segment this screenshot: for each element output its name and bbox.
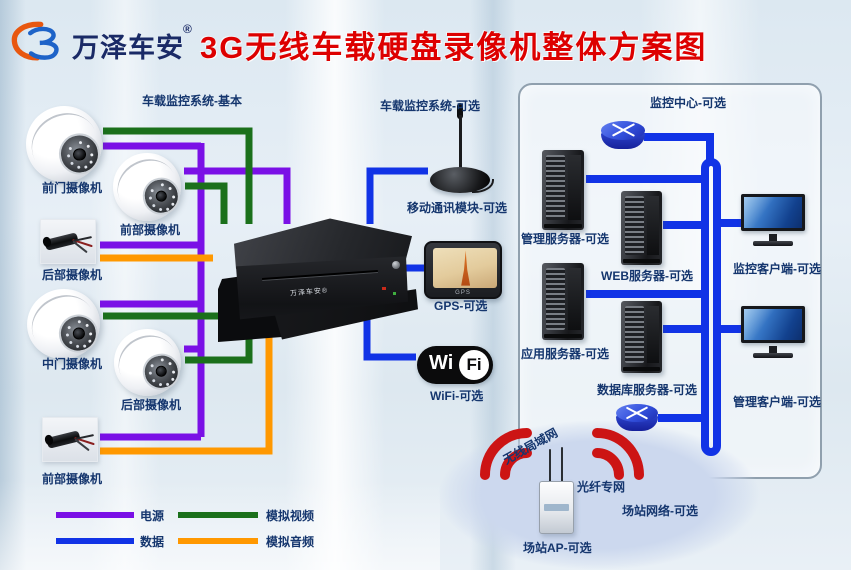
- monitor-screen: [741, 306, 805, 344]
- station-ap-device: [539, 481, 574, 534]
- monitor-base: [752, 241, 794, 246]
- server-slots: [625, 196, 644, 255]
- dome-camera-rear2: [108, 323, 187, 402]
- registered-mark: ®: [183, 22, 192, 36]
- server-side: [646, 196, 659, 255]
- monitor-sheen: [744, 309, 802, 341]
- dome-camera-front-door: [19, 99, 109, 189]
- wifi-logo-icon: Wi Fi: [417, 346, 493, 384]
- router-icon-top: [601, 121, 645, 151]
- camera-lens-icon: [71, 326, 86, 341]
- server-side: [646, 306, 659, 363]
- dvr-lock-knob: [392, 261, 400, 270]
- application-server-icon: [542, 263, 584, 340]
- server-foot: [544, 334, 582, 338]
- bullet-camera-rear: [40, 219, 96, 264]
- label-management-client: 管理客户端-可选: [733, 395, 821, 409]
- label-camera-middle-door: 中门摄像机: [42, 357, 103, 371]
- label-web-server: WEB服务器-可选: [601, 269, 693, 283]
- management-server-icon: [542, 150, 584, 230]
- camera-lens-icon: [155, 365, 168, 378]
- antenna-cable: [472, 179, 494, 193]
- server-slots: [546, 268, 566, 330]
- ap-label-strip: [544, 504, 569, 511]
- company-name: 万泽车安: [72, 33, 184, 63]
- legend-swatch-audio: [178, 538, 258, 544]
- company-logo-icon: [11, 21, 59, 61]
- management-client-icon: [741, 306, 805, 358]
- wifi-logo-fi-circle: Fi: [459, 350, 489, 380]
- label-gps: GPS-可选: [434, 299, 488, 313]
- background-band: [0, 480, 440, 570]
- wifi-logo-wi: Wi: [429, 352, 454, 374]
- antenna-rod: [459, 115, 462, 173]
- legend-label-data: 数据: [140, 535, 165, 549]
- label-vehicle-system-optional: 车载监控系统-可选: [380, 99, 480, 113]
- dome-camera-middle-door: [21, 283, 106, 365]
- ap-antenna: [549, 449, 551, 483]
- legend-label-audio: 模拟音频: [266, 535, 315, 549]
- monitor-base: [752, 353, 794, 358]
- label-camera-front2: 前部摄像机: [42, 472, 103, 486]
- legend-swatch-video: [178, 512, 258, 518]
- server-foot: [623, 367, 660, 371]
- label-wifi: WiFi-可选: [430, 389, 484, 403]
- server-foot: [623, 259, 660, 263]
- legend-swatch-power: [56, 512, 134, 518]
- label-mobile-module: 移动通讯模块-可选: [407, 201, 507, 215]
- legend-label-video: 模拟视频: [266, 509, 315, 523]
- bullet-camera-front2: [42, 417, 98, 462]
- mobile-dvr-device: 万泽车安®: [218, 216, 418, 342]
- monitor-sheen: [744, 197, 802, 229]
- router-icon-bottom: [616, 404, 658, 433]
- gps-navigator-device: GPS: [424, 241, 502, 299]
- ap-antenna: [561, 447, 563, 483]
- gps-device-text: GPS: [455, 290, 471, 296]
- label-camera-rear: 后部摄像机: [42, 268, 103, 282]
- monitor-client-icon: [741, 194, 805, 246]
- page-title: 3G无线车载硬盘录像机整体方案图: [200, 30, 708, 65]
- wireless-signal-icon-right: [592, 428, 644, 480]
- mobile-antenna-icon: [428, 103, 494, 199]
- database-server-icon: [621, 301, 662, 373]
- label-fiber-network: 光纤专网: [577, 480, 626, 494]
- label-camera-front: 前部摄像机: [120, 223, 181, 237]
- label-camera-rear2: 后部摄像机: [121, 398, 182, 412]
- gps-screen-picture: [461, 250, 471, 286]
- label-station-network: 场站网络-可选: [622, 504, 698, 518]
- label-station-ap: 场站AP-可选: [523, 541, 592, 555]
- camera-lens-icon: [72, 147, 88, 162]
- server-slots: [625, 306, 644, 363]
- label-database-server: 数据库服务器-可选: [597, 383, 697, 397]
- legend-label-power: 电源: [140, 509, 165, 523]
- label-monitoring-center: 监控中心-可选: [650, 96, 726, 110]
- camera-lens-icon: [154, 189, 168, 203]
- monitor-stand: [769, 346, 777, 354]
- server-slots: [546, 155, 566, 220]
- label-management-server: 管理服务器-可选: [521, 232, 609, 246]
- antenna-tip: [457, 103, 463, 119]
- web-server-icon: [621, 191, 662, 265]
- dome-camera-front: [107, 147, 187, 227]
- label-vehicle-system-basic: 车载监控系统-基本: [142, 94, 242, 108]
- server-side: [568, 268, 581, 330]
- wireless-signal-icon-left: [480, 428, 532, 480]
- label-application-server: 应用服务器-可选: [521, 347, 609, 361]
- legend-swatch-data: [56, 538, 134, 544]
- label-monitor-client: 监控客户端-可选: [733, 262, 821, 276]
- monitor-stand: [769, 234, 777, 242]
- server-side: [568, 155, 581, 220]
- server-foot: [544, 224, 582, 228]
- monitor-screen: [741, 194, 805, 232]
- dvr-led-green: [393, 291, 396, 295]
- gps-screen: [433, 248, 497, 288]
- wifi-logo-fi: Fi: [466, 355, 482, 374]
- dvr-led-red: [382, 286, 386, 290]
- label-camera-front-door: 前门摄像机: [42, 181, 103, 195]
